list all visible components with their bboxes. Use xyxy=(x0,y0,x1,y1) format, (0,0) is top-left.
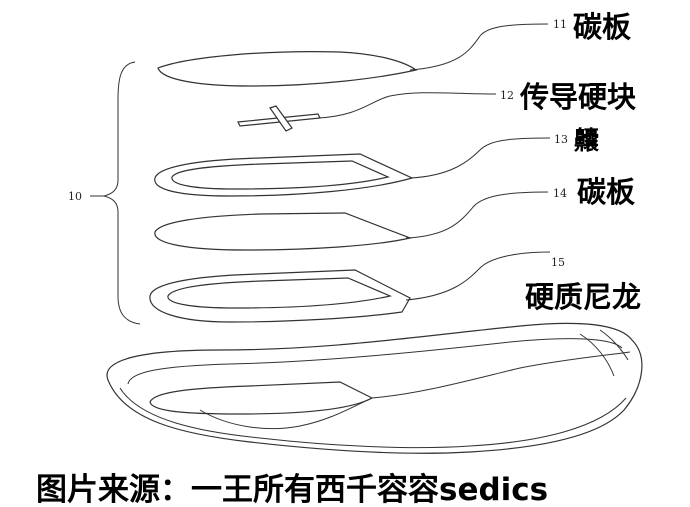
group-bracket xyxy=(103,61,141,325)
part-13-frame xyxy=(154,153,414,197)
midsole-drawing xyxy=(106,322,643,454)
part-14-carbon-plate xyxy=(154,212,413,251)
part-13-number: 13 xyxy=(554,133,568,146)
part-15-leader xyxy=(405,251,551,301)
part-11-label: 碳板 xyxy=(573,10,632,44)
part-12-number: 12 xyxy=(500,89,514,102)
part-15-nylon-frame xyxy=(149,269,411,323)
part-12-label: 传导硬块 xyxy=(519,80,636,114)
part-13-label: 齉 xyxy=(573,126,599,155)
part-14-label: 碳板 xyxy=(577,175,636,209)
group-number: 10 xyxy=(68,190,82,203)
part-15-label: 硬质尼龙 xyxy=(525,280,641,314)
part-13-leader xyxy=(409,137,551,179)
part-12-leader xyxy=(317,92,497,119)
part-11-number: 11 xyxy=(553,18,567,31)
part-11-carbon-plate xyxy=(157,51,418,87)
image-caption: 图片来源：一王所有西千容容sedics xyxy=(36,472,548,507)
part-11-leader xyxy=(409,23,549,71)
part-14-leader xyxy=(405,191,549,239)
part-12-conductive-block xyxy=(237,105,321,132)
part-15-number: 15 xyxy=(551,256,565,269)
part-14-number: 14 xyxy=(553,187,567,200)
